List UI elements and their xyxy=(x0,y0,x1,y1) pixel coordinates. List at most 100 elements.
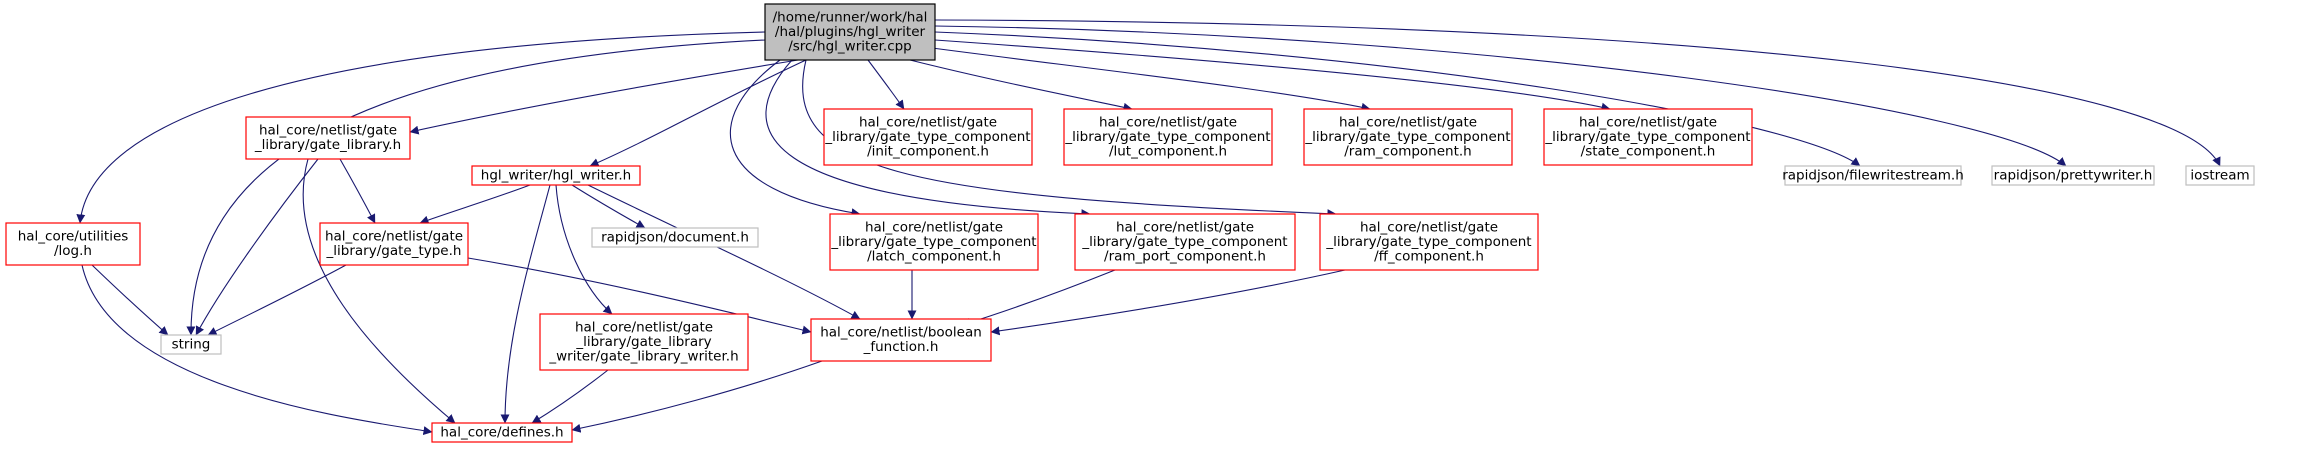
edge-root-to-string xyxy=(186,39,766,336)
edge-hgl-writer-h-to-gate-type xyxy=(419,184,531,225)
edge-gate-type-to-boolean-function xyxy=(467,257,812,335)
node-label-line: _function.h xyxy=(863,339,939,355)
node-ram-port-component[interactable]: hal_core/netlist/gate_library/gate_type_… xyxy=(1074,213,1296,271)
node-init-component[interactable]: hal_core/netlist/gate_library/gate_type_… xyxy=(823,108,1033,166)
node-box xyxy=(471,165,641,186)
node-label-line: _library/gate_library.h xyxy=(254,137,401,153)
node-log[interactable]: hal_core/utilities/log.h xyxy=(5,222,141,266)
node-label-line: hal_core/netlist/gate xyxy=(865,219,1003,235)
node-label-line: _library/gate_type_component xyxy=(1304,129,1510,145)
edge-root-to-gate-library xyxy=(409,59,799,135)
edge-root-to-ram-component xyxy=(931,47,1371,112)
node-label-line: rapidjson/prettywriter.h xyxy=(1994,167,2153,183)
edge-boolean-function-to-defines xyxy=(571,360,823,433)
edge-hgl-writer-h-to-gate-library-writer xyxy=(555,184,613,315)
node-document[interactable]: rapidjson/document.h xyxy=(591,227,759,248)
node-box xyxy=(1543,108,1753,166)
node-label-line: _library/gate_type_component xyxy=(1081,234,1287,250)
node-label-line: _library/gate_type_component xyxy=(1064,129,1270,145)
node-box xyxy=(764,3,936,61)
edge-hgl-writer-h-to-boolean-function xyxy=(587,184,861,320)
node-label-line: _library/gate_type_component xyxy=(824,129,1030,145)
edge-root-to-filewritestream xyxy=(934,31,1861,167)
node-label-line: /ram_component.h xyxy=(1344,143,1472,159)
node-latch-component[interactable]: hal_core/netlist/gate_library/gate_type_… xyxy=(829,213,1039,271)
node-label-line: rapidjson/document.h xyxy=(601,229,749,245)
node-state-component[interactable]: hal_core/netlist/gate_library/gate_type_… xyxy=(1543,108,1753,166)
edge-hgl-writer-h-to-defines xyxy=(500,184,551,424)
node-label-line: /state_component.h xyxy=(1581,143,1716,159)
edge-gate-type-to-string xyxy=(207,264,347,336)
node-box xyxy=(1319,213,1539,271)
edge-root-to-state-component xyxy=(934,39,1611,112)
node-label-line: iostream xyxy=(2190,167,2249,183)
node-label-line: /hal/plugins/hgl_writer xyxy=(775,24,926,40)
node-label-line: _library/gate_type.h xyxy=(326,243,462,259)
edge-root-to-hgl-writer-h xyxy=(589,59,807,167)
node-label-line: hal_core/utilities xyxy=(18,229,129,245)
edge-gate-library-to-string xyxy=(195,158,319,336)
node-label-line: hal_core/netlist/gate xyxy=(859,114,997,130)
node-box xyxy=(810,318,992,362)
node-label-line: _library/gate_type_component xyxy=(830,234,1036,250)
node-ff-component[interactable]: hal_core/netlist/gate_library/gate_type_… xyxy=(1319,213,1539,271)
node-box xyxy=(5,222,141,266)
node-label-line: hal_core/netlist/gate xyxy=(259,123,397,139)
node-box xyxy=(431,422,573,443)
node-filewritestream[interactable]: rapidjson/filewritestream.h xyxy=(1782,165,1964,186)
edge-root-to-ram-port-component xyxy=(765,59,1091,219)
node-label-line: hal_core/defines.h xyxy=(440,424,563,440)
node-ram-component[interactable]: hal_core/netlist/gate_library/gate_type_… xyxy=(1303,108,1513,166)
node-string[interactable]: string xyxy=(160,334,222,355)
node-root[interactable]: /home/runner/work/hal/hal/plugins/hgl_wr… xyxy=(764,3,936,61)
node-label-line: /init_component.h xyxy=(867,143,989,159)
node-box xyxy=(1074,213,1296,271)
node-defines[interactable]: hal_core/defines.h xyxy=(431,422,573,443)
edge-gate-library-writer-to-defines xyxy=(531,369,609,424)
node-box xyxy=(591,227,759,248)
node-label-line: hal_core/netlist/gate xyxy=(1116,219,1254,235)
node-label-line: hal_core/netlist/gate xyxy=(1360,219,1498,235)
node-label-line: /lut_component.h xyxy=(1109,143,1227,159)
node-boolean-function[interactable]: hal_core/netlist/boolean_function.h xyxy=(810,318,992,362)
node-label-line: /home/runner/work/hal xyxy=(773,9,928,25)
edges-layer xyxy=(76,19,2221,436)
node-box xyxy=(319,222,469,266)
edge-gate-library-to-defines xyxy=(302,158,456,424)
edge-root-to-lut-component xyxy=(909,59,1133,112)
node-hgl-writer-h[interactable]: hgl_writer/hgl_writer.h xyxy=(471,165,641,186)
node-box xyxy=(1303,108,1513,166)
node-label-line: /latch_component.h xyxy=(867,248,1001,264)
node-label-line: _library/gate_library xyxy=(575,334,711,350)
node-label-line: /src/hgl_writer.cpp xyxy=(788,38,912,54)
edge-root-to-iostream xyxy=(934,19,2221,167)
edge-root-to-ff-component xyxy=(802,59,1337,219)
node-box xyxy=(1063,108,1273,166)
node-label-line: /ram_port_component.h xyxy=(1104,248,1266,264)
node-label-line: hal_core/netlist/boolean xyxy=(820,325,982,341)
edge-gate-library-to-gate-type xyxy=(339,158,376,224)
node-label-line: rapidjson/filewritestream.h xyxy=(1782,167,1964,183)
node-lut-component[interactable]: hal_core/netlist/gate_library/gate_type_… xyxy=(1063,108,1273,166)
node-label-line: hal_core/netlist/gate xyxy=(1579,114,1717,130)
node-label-line: string xyxy=(172,336,211,352)
edge-root-to-init-component xyxy=(867,59,905,110)
node-label-line: _writer/gate_library_writer.h xyxy=(548,348,738,364)
node-gate-type[interactable]: hal_core/netlist/gate_library/gate_type.… xyxy=(319,222,469,266)
node-label-line: /log.h xyxy=(54,243,92,259)
node-gate-library-writer[interactable]: hal_core/netlist/gate_library/gate_libra… xyxy=(539,313,749,371)
node-label-line: hal_core/netlist/gate xyxy=(1339,114,1477,130)
node-label-line: _library/gate_type_component xyxy=(1544,129,1750,145)
nodes-layer: /home/runner/work/hal/hal/plugins/hgl_wr… xyxy=(5,3,2255,443)
node-box xyxy=(245,116,411,160)
node-label-line: /ff_component.h xyxy=(1374,248,1484,264)
node-box xyxy=(539,313,749,371)
node-label-line: hgl_writer/hgl_writer.h xyxy=(481,167,631,183)
edge-ff-component-to-boolean-function xyxy=(990,269,1346,336)
edge-root-to-prettywriter xyxy=(934,25,2067,167)
node-prettywriter[interactable]: rapidjson/prettywriter.h xyxy=(1991,165,2155,186)
node-box xyxy=(1991,165,2155,186)
node-label-line: hal_core/netlist/gate xyxy=(575,319,713,335)
node-iostream[interactable]: iostream xyxy=(2185,165,2255,186)
node-gate-library[interactable]: hal_core/netlist/gate_library/gate_libra… xyxy=(245,116,411,160)
